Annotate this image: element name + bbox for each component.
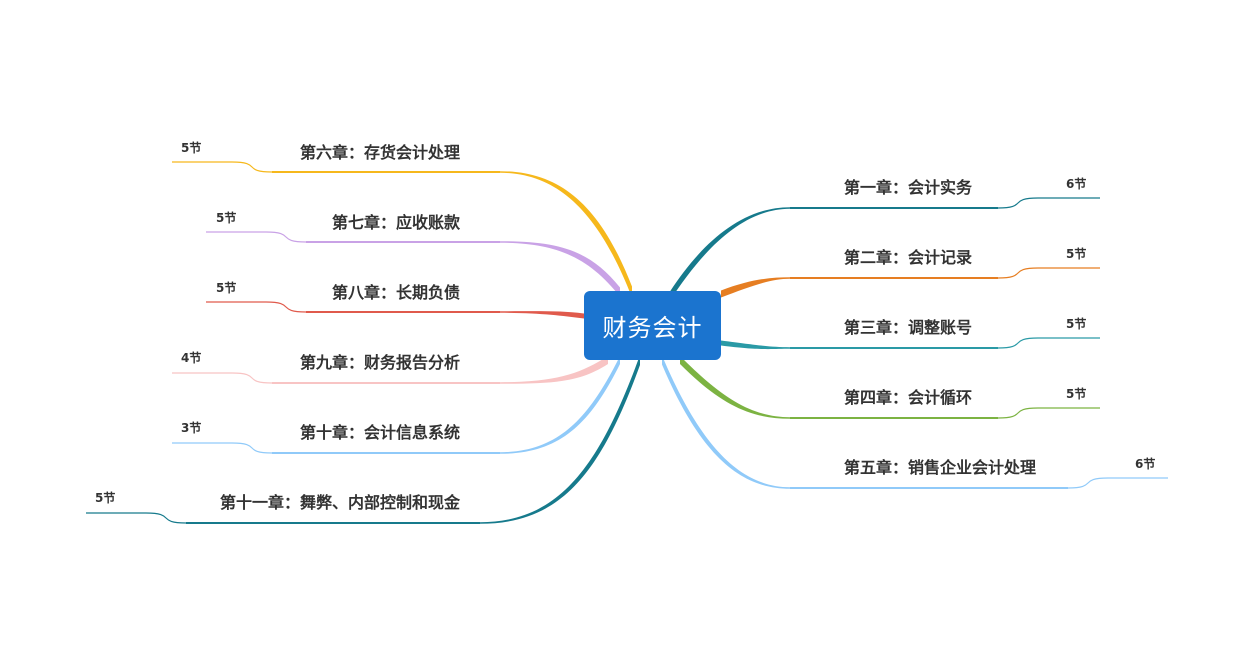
chapter-4-sections[interactable]: 5节 [1066,387,1087,401]
chapter-11-sections-connector [86,512,187,524]
chapter-11-topic[interactable]: 第十一章：舞弊、内部控制和现金 [220,489,460,513]
chapter-8-label: 第八章：长期负债 [331,283,460,302]
chapter-5-branch [662,355,790,489]
chapter-3-topic[interactable]: 第三章：调整账号 [844,314,972,338]
chapter-8-topic[interactable]: 第八章：长期负债 [332,279,460,303]
chapter-11-label: 第十一章：舞弊、内部控制和现金 [219,493,460,512]
chapter-8-branch [500,311,584,319]
chapter-10-sections[interactable]: 3节 [181,421,202,435]
chapter-10-branch [500,356,620,454]
chapter-2-label: 第二章：会计记录 [844,248,973,267]
chapter-5-topic[interactable]: 第五章：销售企业会计处理 [844,454,1036,478]
chapter-2-sections-connector [997,267,1100,279]
chapter-7-sections-connector [206,231,307,243]
chapter-7-topic[interactable]: 第七章：应收账款 [332,209,460,233]
chapter-1-topic[interactable]: 第一章：会计实务 [844,174,972,198]
chapter-1-sections[interactable]: 6节 [1066,177,1087,191]
chapter-5-sections[interactable]: 6节 [1135,457,1156,471]
chapter-6-topic[interactable]: 第六章：存货会计处理 [300,139,460,163]
chapter-1-label: 第一章：会计实务 [844,178,973,197]
chapter-2-topic[interactable]: 第二章：会计记录 [844,244,972,268]
chapter-1-sections-connector [997,197,1100,209]
chapter-10-label: 第十章：会计信息系统 [299,423,460,442]
chapter-3-label: 第三章：调整账号 [844,318,973,337]
chapter-2-sections[interactable]: 5节 [1066,247,1087,261]
chapter-6-sections-connector [172,161,273,173]
chapter-6-sections[interactable]: 5节 [181,141,202,155]
chapter-4-branch [680,356,790,419]
chapter-6-label: 第六章：存货会计处理 [299,143,460,162]
chapter-8-sections-connector [206,301,307,313]
chapter-7-label: 第七章：应收账款 [331,213,460,232]
chapter-11-sections[interactable]: 5节 [95,491,116,505]
chapter-1-branch [670,207,790,301]
chapter-4-label: 第四章：会计循环 [844,388,973,407]
chapter-10-sections-connector [172,442,273,454]
chapter-9-sections[interactable]: 4节 [181,351,202,365]
chapter-5-label: 第五章：销售企业会计处理 [844,458,1037,477]
root-topic-label: 财务会计 [602,314,703,342]
chapter-7-sections[interactable]: 5节 [216,211,237,225]
chapter-6-branch [500,171,632,298]
chapter-9-topic[interactable]: 第九章：财务报告分析 [300,349,460,373]
chapter-3-branch [721,340,790,350]
chapter-3-sections[interactable]: 5节 [1066,317,1087,331]
chapter-3-sections-connector [997,337,1100,349]
chapter-2-branch [721,277,790,298]
chapter-9-label: 第九章：财务报告分析 [299,353,460,372]
chapter-10-topic[interactable]: 第十章：会计信息系统 [300,419,460,443]
chapter-9-branch [500,356,608,384]
chapter-8-sections[interactable]: 5节 [216,281,237,295]
chapter-7-branch [500,241,620,297]
chapter-4-sections-connector [997,407,1100,419]
chapter-4-topic[interactable]: 第四章：会计循环 [844,384,972,408]
root-topic[interactable]: 财务会计 [584,291,721,360]
chapter-9-sections-connector [172,372,273,384]
chapter-5-sections-connector [1067,477,1168,489]
